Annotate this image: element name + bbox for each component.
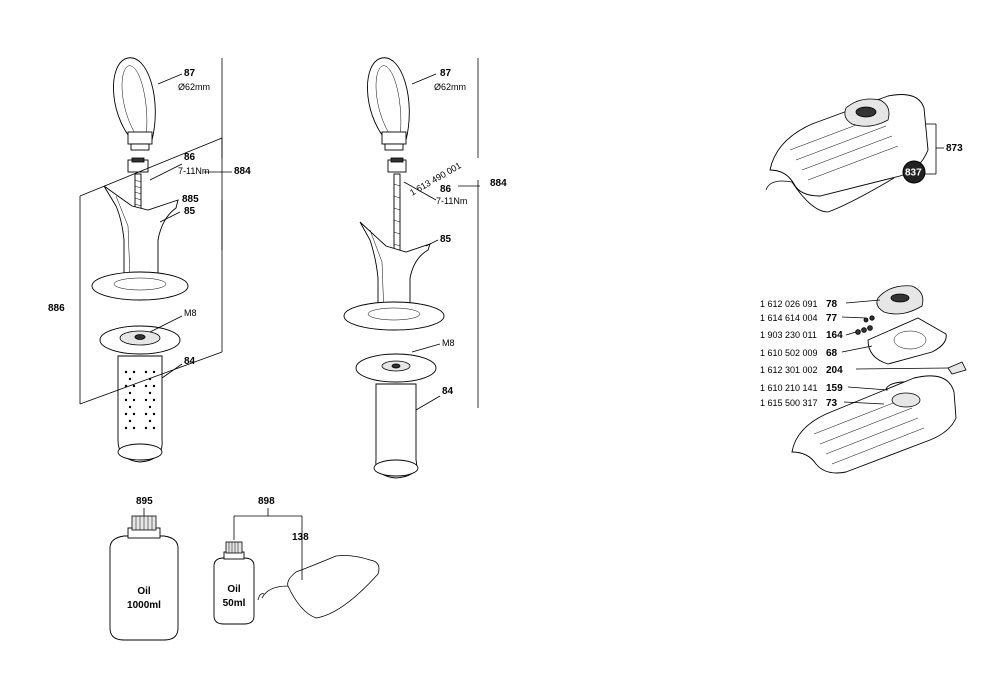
label-886: 886 bbox=[48, 303, 65, 314]
label-885: 885 bbox=[182, 194, 199, 205]
kit-898-bracket bbox=[233, 508, 303, 580]
left-leader-lines bbox=[79, 58, 232, 405]
clip-204 bbox=[947, 361, 967, 375]
label-898: 898 bbox=[258, 496, 275, 507]
part-ref: 159 bbox=[826, 383, 843, 394]
plate-68 bbox=[867, 317, 947, 365]
middle-handle-assembly: 87 Ø62mm 1 613 490 001 86 7-11Nm 884 85 … bbox=[343, 57, 507, 479]
part-list-row: 1 612 026 091 78 bbox=[760, 299, 838, 310]
part-list-row: 1 615 500 317 73 bbox=[760, 398, 838, 409]
label-138: 138 bbox=[292, 532, 309, 543]
spring-164 bbox=[855, 325, 873, 335]
label-87-mid: 87 bbox=[440, 68, 452, 79]
label-86-left-sub: 7-11Nm bbox=[178, 166, 209, 176]
partlist-leader-lines bbox=[841, 299, 949, 405]
depth-disk bbox=[91, 271, 189, 301]
part-number: 1 614 614 004 bbox=[760, 313, 818, 323]
label-part-number-mid: 1 613 490 001 bbox=[408, 160, 463, 197]
label-884-mid: 884 bbox=[490, 178, 507, 189]
grip-texture bbox=[124, 370, 156, 430]
label-87-left-sub: Ø62mm bbox=[178, 82, 210, 92]
label-884-left: 884 bbox=[234, 166, 251, 177]
strap-loop-mid bbox=[367, 57, 410, 141]
oil-small-label-1: Oil bbox=[227, 584, 241, 595]
strap-loop bbox=[113, 57, 156, 141]
part-number: 1 612 301 002 bbox=[760, 365, 818, 375]
part-ref: 68 bbox=[826, 348, 838, 359]
part-77 bbox=[869, 315, 875, 321]
exploded-cover-assembly: 1 612 026 091 78 1 614 614 004 77 1 903 230 … bbox=[760, 285, 967, 474]
label-87-mid-sub: Ø62mm bbox=[434, 82, 466, 92]
cover-assembly-873: 837 873 bbox=[765, 94, 963, 213]
left-handle-assembly: 87 Ø62mm 86 7-11Nm 884 885 85 886 M8 84 bbox=[48, 57, 251, 463]
handle-head-mid bbox=[359, 221, 431, 319]
part-ref: 164 bbox=[826, 330, 843, 341]
label-86-left: 86 bbox=[184, 152, 196, 163]
part-list-row: 1 903 230 011 164 bbox=[760, 330, 843, 341]
small-bottle-cap bbox=[225, 541, 243, 554]
part-list-row: 1 614 614 004 77 bbox=[760, 313, 838, 324]
part-ref: 73 bbox=[826, 398, 838, 409]
cover-cable bbox=[765, 177, 895, 213]
label-873: 873 bbox=[946, 143, 963, 154]
oil-bottle-1000ml: Oil 1000ml 895 bbox=[109, 496, 179, 641]
depth-disk-mid bbox=[343, 301, 445, 331]
label-m8-left: M8 bbox=[184, 308, 197, 318]
part-ref: 78 bbox=[826, 299, 838, 310]
part-list-row: 1 612 301 002 204 bbox=[760, 365, 843, 376]
label-84-left: 84 bbox=[184, 356, 196, 367]
part-number: 1 615 500 317 bbox=[760, 398, 818, 408]
label-84-mid: 84 bbox=[442, 386, 454, 397]
part-number: 1 610 210 141 bbox=[760, 383, 818, 393]
label-85-left: 85 bbox=[184, 206, 196, 217]
part-list-row: 1 610 502 009 68 bbox=[760, 348, 838, 359]
cable-138: 898 138 bbox=[233, 496, 380, 619]
label-837: 837 bbox=[905, 168, 922, 179]
label-85-mid: 85 bbox=[440, 234, 452, 245]
mid-leader-lines bbox=[403, 58, 480, 411]
oil-bottle-50ml: Oil 50ml bbox=[213, 541, 255, 625]
label-86-mid: 86 bbox=[440, 184, 452, 195]
part-number: 1 903 230 011 bbox=[760, 330, 817, 340]
handle-head bbox=[103, 185, 179, 281]
part-list-row: 1 610 210 141 159 bbox=[760, 383, 843, 394]
label-m8-mid: M8 bbox=[442, 338, 455, 348]
part-ref: 204 bbox=[826, 365, 843, 376]
label-86-mid-sub: 7-11Nm bbox=[436, 196, 467, 206]
part-ref: 77 bbox=[826, 313, 838, 324]
label-87-left: 87 bbox=[184, 68, 196, 79]
badge-837 bbox=[902, 160, 926, 184]
part-number: 1 610 502 009 bbox=[760, 348, 818, 358]
label-895: 895 bbox=[136, 496, 153, 507]
strap-clamp bbox=[127, 131, 153, 145]
oil-big-label-1: Oil bbox=[137, 586, 151, 597]
part-number: 1 612 026 091 bbox=[760, 299, 818, 309]
oil-big-label-2: 1000ml bbox=[127, 600, 161, 611]
part-list: 1 612 026 091 78 1 614 614 004 77 1 903 230 … bbox=[760, 299, 843, 409]
grip-handle bbox=[117, 355, 163, 463]
oil-small-label-2: 50ml bbox=[223, 598, 246, 609]
